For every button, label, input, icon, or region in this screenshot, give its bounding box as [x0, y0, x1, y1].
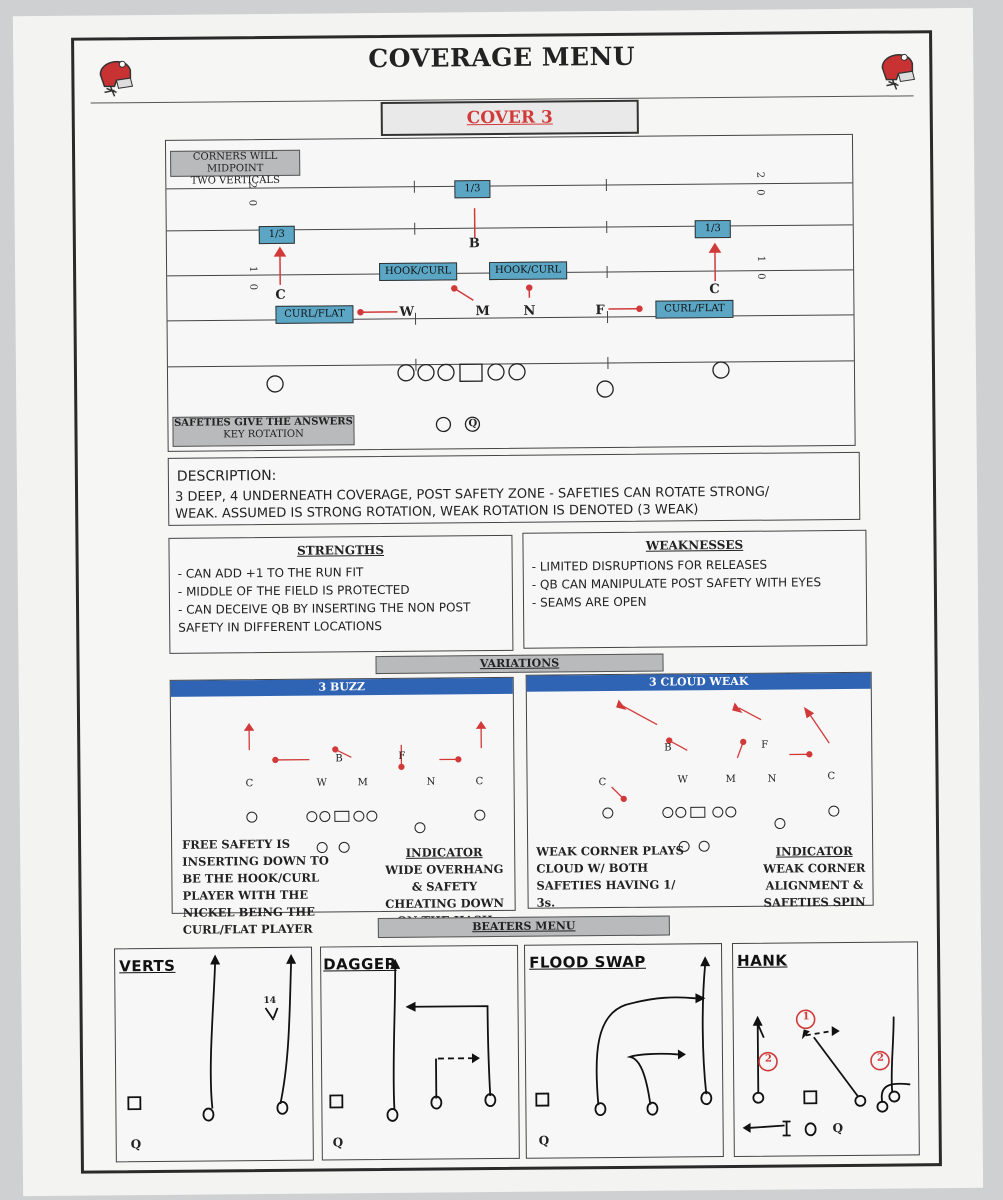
coverage-menu-page: COVERAGE MENU COVER 3 — [71, 30, 942, 1174]
list-item: - QB CAN MANIPULATE POST SAFETY WITH EYE… — [531, 575, 822, 592]
beaters-header: BEATERS MENU — [377, 915, 670, 939]
hank-qb: Q — [832, 1121, 844, 1136]
player-corner-left: C — [275, 287, 286, 303]
zone-hook-left: HOOK/CURL — [379, 262, 458, 282]
beater-verts: VERTS 14 Q — [114, 946, 314, 1163]
dagger-qb: Q — [332, 1135, 344, 1150]
cloud-player-c-left: C — [598, 777, 607, 789]
paper-sheet: COVERAGE MENU COVER 3 — [12, 7, 984, 1197]
variation-3-buzz: 3 BUZZ C W B M F N — [169, 676, 516, 937]
strengths-title: STRENGTHS — [297, 542, 385, 558]
weaknesses-title: WEAKNESSES — [645, 537, 744, 553]
player-corner-right: C — [709, 282, 720, 298]
cloud-player-c-right: C — [827, 771, 836, 783]
beater-hank: HANK 1 — [731, 941, 920, 1157]
variation-3-cloud-weak: 3 CLOUD WEAK B F C W — [525, 671, 874, 910]
weaknesses-box: WEAKNESSES - LIMITED DISRUPTIONS FOR REL… — [522, 529, 868, 649]
helmet-logo-left — [96, 52, 134, 97]
buzz-diagram — [243, 720, 487, 854]
verts-mark: 14 — [263, 995, 277, 1007]
strengths-list: - CAN ADD +1 TO THE RUN FIT - MIDDLE OF … — [178, 562, 471, 637]
zone-curl-right: CURL/FLAT — [655, 299, 734, 319]
player-f: F — [595, 303, 605, 319]
buzz-player-b: B — [335, 753, 343, 765]
strengths-box: STRENGTHS - CAN ADD +1 TO THE RUN FIT - … — [168, 534, 514, 654]
player-b: B — [468, 236, 480, 252]
zone-hook-right: HOOK/CURL — [489, 261, 568, 281]
zone-curl-left: CURL/FLAT — [275, 305, 354, 324]
list-item: SAFETY IN DIFFERENT LOCATIONS — [178, 619, 383, 635]
cloud-diagram — [602, 699, 840, 852]
buzz-player-f: F — [398, 750, 406, 762]
cloud-player-m: M — [725, 773, 736, 786]
hank-mark-2-right: 2 — [876, 1052, 885, 1064]
buzz-player-m: M — [357, 777, 368, 789]
player-m: M — [475, 304, 490, 320]
flood-swap-routes — [535, 956, 713, 1117]
variations-header: VARIATIONS — [375, 653, 664, 675]
yard-marker-10-right: 1 0 — [754, 255, 767, 284]
buzz-player-n: N — [426, 776, 436, 788]
yard-marker-20-left: 2 0 — [246, 182, 258, 211]
list-item: - CAN DECEIVE QB BY INSERTING THE NON PO… — [177, 600, 471, 617]
yard-marker-10-left: 1 0 — [247, 266, 259, 295]
hank-mark-1: 1 — [802, 1011, 810, 1023]
description-heading: DESCRIPTION: — [176, 467, 277, 485]
hank-routes — [742, 1009, 911, 1137]
weaknesses-list: - LIMITED DISRUPTIONS FOR RELEASES - QB … — [532, 555, 822, 612]
dagger-routes — [329, 958, 497, 1122]
cloud-player-f: F — [761, 739, 769, 751]
hank-mark-2-left: 2 — [764, 1053, 773, 1065]
zone-deep-middle: 1/3 — [454, 180, 491, 199]
page-title: COVERAGE MENU — [368, 41, 636, 74]
helmet-logo-right — [878, 45, 916, 90]
cloud-player-b: B — [664, 742, 672, 754]
player-n: N — [523, 303, 536, 319]
list-item: - SEAMS ARE OPEN — [531, 594, 647, 610]
buzz-player-c-right: C — [475, 776, 484, 788]
description-box: DESCRIPTION: 3 DEEP, 4 UNDERNEATH COVERA… — [167, 451, 861, 526]
cloud-player-w: W — [677, 774, 688, 786]
zone-deep-right: 1/3 — [694, 219, 731, 239]
yard-marker-20-right: 2 0 — [754, 171, 766, 200]
description-line2: WEAK. ASSUMED IS STRONG ROTATION, WEAK R… — [175, 502, 699, 522]
buzz-player-c-left: C — [245, 778, 254, 790]
player-w: W — [399, 304, 415, 320]
verts-qb: Q — [130, 1137, 142, 1152]
player-qb: Q — [468, 418, 478, 430]
verts-routes — [127, 953, 297, 1122]
beater-flood-swap: FLOOD SWAP Q — [523, 943, 724, 1159]
flood-swap-qb: Q — [538, 1133, 550, 1148]
beater-dagger: DAGGER Q — [320, 944, 520, 1161]
cloud-player-n: N — [767, 773, 777, 785]
buzz-player-w: W — [316, 777, 327, 789]
cover-title: COVER 3 — [380, 99, 639, 137]
zone-deep-left: 1/3 — [258, 225, 295, 245]
